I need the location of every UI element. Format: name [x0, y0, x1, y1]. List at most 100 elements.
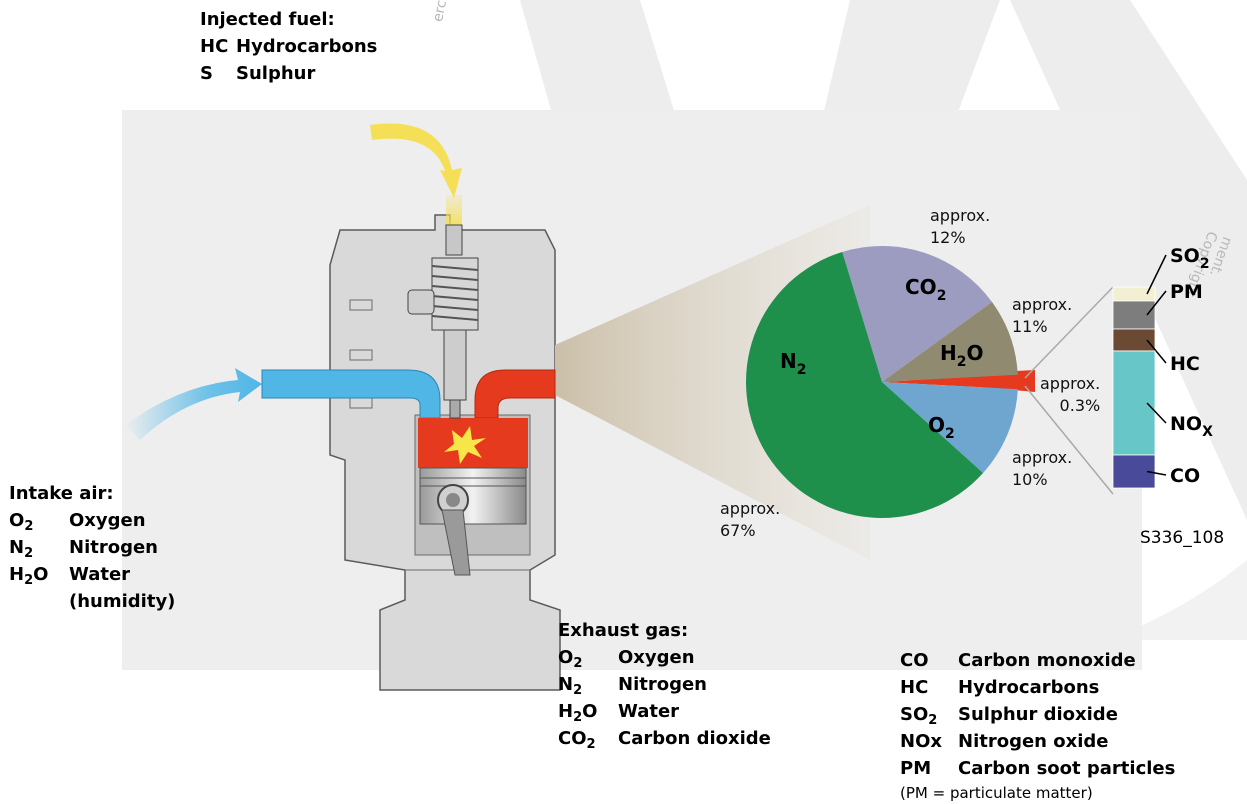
pollutants-legend: CO Carbon monoxide HC Hydrocarbons SO2 S…	[900, 647, 1175, 804]
exhaust-gas-name: Carbon dioxide	[618, 728, 771, 749]
pie-slice-label: N2	[780, 349, 807, 378]
pie-value-label-line: 11%	[1012, 317, 1048, 336]
breakdown-label: CO	[1170, 465, 1200, 487]
injected-fuel-name: Sulphur	[236, 63, 316, 84]
intake-air-note: (humidity)	[69, 591, 176, 612]
pie-value-label-line: approx.	[1040, 374, 1101, 393]
symbol-subscript: 2	[573, 710, 583, 725]
pollutant-item: HC Hydrocarbons	[900, 674, 1175, 701]
symbol-base: CO	[558, 728, 587, 749]
exhaust-gas-symbol: O2	[558, 644, 618, 671]
pie-slice	[882, 382, 1018, 474]
connecting-rod	[441, 509, 471, 576]
exhaust-port	[474, 369, 556, 419]
intake-air-symbol: N2	[9, 534, 69, 561]
symbol-base: SO	[900, 704, 929, 725]
exhaust-gas-symbol: CO2	[558, 725, 618, 752]
exhaust-gas-name: Water	[618, 701, 680, 722]
symbol-base: O	[558, 647, 574, 668]
pie-value-label-n2: approx. 67%	[720, 498, 780, 542]
pie-slice-label: CO2	[905, 275, 946, 304]
intake-air-symbol: H2O	[9, 561, 69, 588]
breakdown-leader-line	[1146, 470, 1167, 476]
pollutant-name: Carbon soot particles	[958, 758, 1176, 779]
pollutant-symbol: PM	[900, 758, 932, 779]
pollutant-symbol: HC	[900, 677, 929, 698]
pie-slice	[842, 245, 993, 382]
exhaust-gas-item: H2O Water	[558, 698, 771, 725]
injected-fuel-name: Hydrocarbons	[236, 36, 378, 57]
exhaust-gas-title: Exhaust gas:	[558, 620, 689, 641]
exhaust-gas-name: Oxygen	[618, 647, 695, 668]
intake-air-item: N2 Nitrogen	[9, 534, 175, 561]
figure-code: S336_108	[1140, 528, 1225, 548]
symbol-subscript: 2	[24, 546, 34, 561]
breakdown-leader-line	[1146, 290, 1167, 316]
breakdown-segment	[1112, 328, 1156, 352]
pollutant-symbol: CO	[900, 650, 929, 671]
exhaust-gas-item: CO2 Carbon dioxide	[558, 725, 771, 752]
symbol-subscript: 2	[573, 656, 583, 671]
breakdown-label: NOX	[1170, 413, 1213, 440]
piston	[419, 467, 527, 525]
symbol-base: N	[9, 537, 25, 558]
injected-fuel-item: S Sulphur	[200, 60, 377, 87]
symbol-subscript: 2	[573, 683, 583, 698]
symbol-subscript: 2	[586, 737, 596, 752]
pie-slice-label: H2O	[940, 341, 984, 370]
exhaust-gas-item: O2 Oxygen	[558, 644, 771, 671]
exhaust-gas-item: N2 Nitrogen	[558, 671, 771, 698]
intake-air-symbol: O2	[9, 507, 69, 534]
symbol-base: N	[558, 674, 574, 695]
symbol-base: H	[9, 564, 25, 585]
breakdown-label: HC	[1170, 353, 1200, 375]
symbol-subscript: 2	[24, 573, 34, 588]
symbol-subscript: 2	[928, 713, 938, 728]
pollutant-name: Carbon monoxide	[958, 650, 1136, 671]
pie-value-label-pollutants: approx. 0.3%	[1040, 373, 1100, 417]
pollutant-symbol: NOx	[900, 731, 942, 752]
pie-value-label-line: 0.3%	[1059, 396, 1101, 415]
exhaust-gas-name: Nitrogen	[618, 674, 707, 695]
fuel-line	[446, 195, 462, 231]
exhaust-gas-legend: Exhaust gas: O2 Oxygen N2 Nitrogen H2O W…	[558, 617, 771, 752]
symbol-base: O	[9, 510, 25, 531]
breakdown-segment	[1112, 350, 1156, 456]
pie-slice	[882, 374, 1018, 390]
pie-value-label-line: approx.	[1012, 448, 1073, 467]
pollutants-note: (PM = particulate matter)	[900, 784, 1093, 802]
injected-fuel-symbol: HC	[200, 36, 229, 57]
pie-value-label-co2: approx. 12%	[930, 205, 990, 249]
pie-value-label-line: approx.	[930, 206, 991, 225]
breakdown-zoom-line	[1024, 385, 1114, 495]
intake-air-item: O2 Oxygen	[9, 507, 175, 534]
pie-value-label-line: approx.	[720, 499, 781, 518]
pie-slice	[746, 251, 984, 518]
intake-air-arrow	[125, 368, 262, 440]
fuel-arrow	[370, 123, 462, 198]
intake-air-name: Nitrogen	[69, 537, 158, 558]
intake-air-name: Oxygen	[69, 510, 146, 531]
pollutant-item: SO2 Sulphur dioxide	[900, 701, 1175, 728]
pollutant-item: PM Carbon soot particles	[900, 755, 1175, 782]
pollutant-symbol: SO2	[900, 701, 958, 728]
injected-fuel-title: Injected fuel:	[200, 9, 335, 30]
pollutant-name: Nitrogen oxide	[958, 731, 1109, 752]
breakdown-label: PM	[1170, 281, 1203, 303]
breakdown-leader-line	[1146, 254, 1167, 295]
pie-slice	[882, 302, 1018, 382]
symbol-base: H	[558, 701, 574, 722]
pie-value-label-line: 10%	[1012, 470, 1048, 489]
injected-fuel-item: HC Hydrocarbons	[200, 33, 377, 60]
intake-air-item: H2O Water	[9, 561, 175, 588]
pie-value-label-o2: approx. 10%	[1012, 447, 1072, 491]
breakdown-zoom-line	[1024, 286, 1114, 379]
breakdown-leader-line	[1146, 339, 1167, 364]
exhaust-gas-symbol: N2	[558, 671, 618, 698]
pollutant-name: Hydrocarbons	[958, 677, 1100, 698]
breakdown-label: SO2	[1170, 245, 1210, 272]
pollutant-name: Sulphur dioxide	[958, 704, 1118, 725]
pollutant-item: NOx Nitrogen oxide	[900, 728, 1175, 755]
